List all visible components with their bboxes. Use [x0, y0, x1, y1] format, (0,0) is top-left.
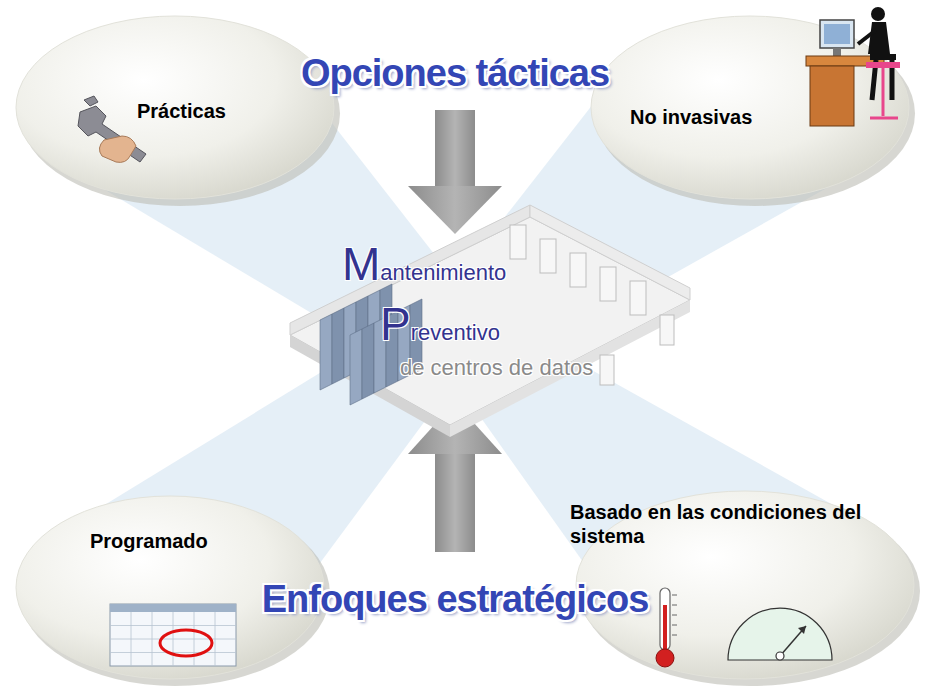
gauge-icon — [728, 608, 832, 660]
option-ellipse: No invasivas — [590, 15, 910, 200]
wrench-icon — [78, 96, 146, 162]
calendar-icon — [110, 604, 236, 666]
node-label: Basado en las condiciones del sistema — [570, 500, 900, 548]
datacenter-node: MantenimientoPreventivo de centros de dat… — [280, 205, 700, 495]
option-ellipse: Prácticas — [15, 15, 335, 200]
desk-worker-icon — [806, 7, 900, 126]
title-word: Preventivo — [380, 301, 500, 347]
node-label: Prácticas — [137, 99, 226, 123]
section-heading: Opciones tácticas — [301, 52, 609, 95]
subtitle: de centros de datos — [400, 355, 593, 381]
down-arrow — [408, 110, 502, 234]
title-word: Mantenimiento — [342, 241, 506, 287]
section-heading: Enfoques estratégicos — [262, 578, 649, 621]
node-label: Programado — [90, 529, 208, 553]
node-label: No invasivas — [630, 105, 752, 129]
thermometer-icon — [656, 588, 677, 667]
